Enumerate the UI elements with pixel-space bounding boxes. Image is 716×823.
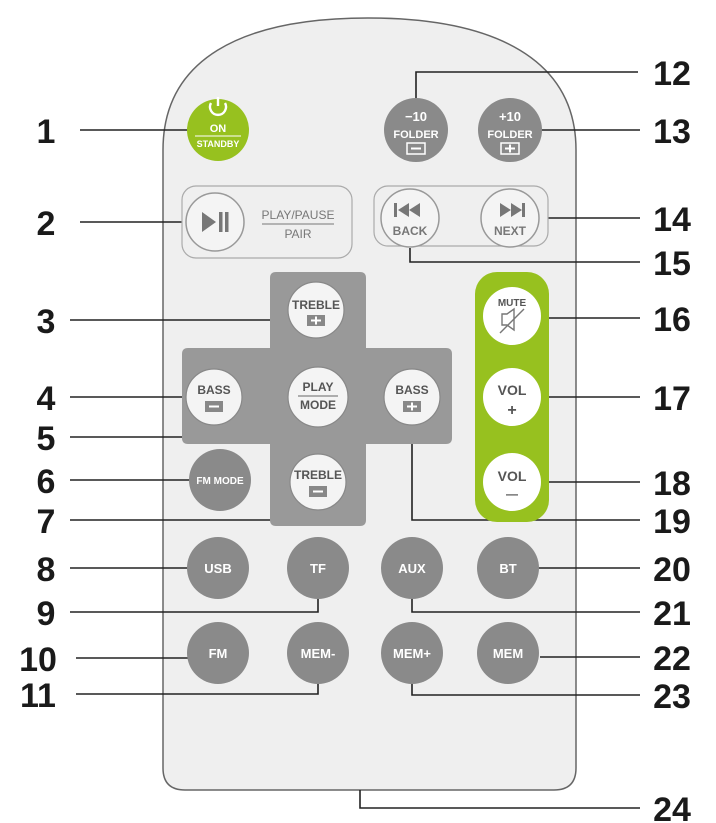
bt-label: BT: [499, 561, 516, 576]
callout-6: 6: [37, 463, 56, 501]
fm-mode-label: FM MODE: [196, 476, 244, 487]
vol-down-button[interactable]: VOL —: [483, 453, 541, 511]
folder-plus-step: +10: [499, 109, 521, 124]
usb-label: USB: [204, 561, 231, 576]
callout-24: 24: [653, 791, 691, 823]
treble-plus-label: TREBLE: [292, 298, 340, 312]
plus-box-icon: [403, 401, 421, 412]
mem-minus-button[interactable]: MEM-: [287, 622, 349, 684]
mute-button[interactable]: MUTE: [483, 287, 541, 345]
bass-minus-label: BASS: [197, 383, 230, 397]
bass-plus-button[interactable]: BASS: [383, 368, 441, 426]
plus-box-icon: [307, 315, 325, 326]
play-label: PLAY: [303, 380, 334, 394]
minus-box-icon: [406, 142, 426, 155]
callout-23: 23: [653, 678, 691, 716]
callout-3: 3: [37, 303, 56, 341]
mem-plus-button[interactable]: MEM+: [381, 622, 443, 684]
fm-label: FM: [209, 646, 228, 661]
on-label: ON: [210, 123, 227, 135]
minus-box-icon: [309, 486, 327, 497]
callout-12: 12: [653, 55, 691, 93]
mem-button[interactable]: MEM: [477, 622, 539, 684]
callout-10: 10: [19, 641, 57, 679]
play-pause-label: PLAY/PAUSE: [262, 208, 335, 222]
back-button[interactable]: BACK: [380, 188, 440, 248]
folder-minus-step: −10: [405, 109, 427, 124]
pair-label: PAIR: [284, 227, 311, 241]
standby-label: STANDBY: [197, 139, 240, 149]
callout-7: 7: [37, 503, 56, 541]
callout-5: 5: [37, 420, 56, 458]
play-pause-button[interactable]: [185, 192, 245, 252]
skip-next-icon: [500, 203, 525, 217]
tf-button[interactable]: TF: [287, 537, 349, 599]
tf-label: TF: [310, 561, 326, 576]
callout-11: 11: [20, 677, 56, 715]
plus-box-icon: [500, 142, 520, 155]
folder-minus-button[interactable]: −10 FOLDER: [384, 98, 448, 162]
callout-1: 1: [37, 113, 56, 151]
callout-17: 17: [653, 380, 691, 418]
fm-button[interactable]: FM: [187, 622, 249, 684]
callout-13: 13: [653, 113, 691, 151]
callout-4: 4: [37, 380, 56, 418]
callout-16: 16: [653, 301, 691, 339]
callout-20: 20: [653, 551, 691, 589]
folder-plus-label: FOLDER: [487, 129, 532, 141]
vol-up-button[interactable]: VOL +: [483, 368, 541, 426]
aux-label: AUX: [398, 561, 426, 576]
callout-14: 14: [653, 201, 691, 239]
minus-box-icon: [205, 401, 223, 412]
bass-plus-label: BASS: [395, 383, 428, 397]
callout-19: 19: [653, 503, 691, 541]
play-mode-button[interactable]: PLAY MODE: [287, 366, 349, 428]
callout-numbers: 1 2 3 4 5 6 7 8 9 10 11 12 13 14 15 16 1…: [19, 55, 691, 823]
callout-18: 18: [653, 465, 691, 503]
callout-21: 21: [653, 595, 691, 633]
power-icon: [208, 97, 228, 116]
vol-up-sign: +: [507, 402, 516, 419]
folder-plus-button[interactable]: +10 FOLDER: [478, 98, 542, 162]
mute-label: MUTE: [498, 298, 527, 309]
mem-plus-label: MEM+: [393, 646, 431, 661]
vol-down-label: VOL: [498, 468, 527, 484]
bt-button[interactable]: BT: [477, 537, 539, 599]
next-button[interactable]: NEXT: [480, 188, 540, 248]
on-standby-button[interactable]: ON STANDBY: [187, 97, 249, 161]
callout-15: 15: [653, 245, 691, 283]
treble-minus-label: TREBLE: [294, 468, 342, 482]
play-pause-icon: [202, 212, 229, 232]
skip-back-icon: [394, 203, 420, 217]
treble-plus-button[interactable]: TREBLE: [287, 281, 345, 339]
vol-down-sign: —: [506, 487, 518, 501]
bass-minus-button[interactable]: BASS: [185, 368, 243, 426]
mem-minus-label: MEM-: [301, 646, 336, 661]
callout-8: 8: [37, 551, 56, 589]
aux-button[interactable]: AUX: [381, 537, 443, 599]
back-label: BACK: [393, 224, 428, 238]
callout-2: 2: [37, 205, 56, 243]
callout-9: 9: [37, 595, 56, 633]
fm-mode-button[interactable]: FM MODE: [189, 449, 251, 511]
mode-label: MODE: [300, 398, 336, 412]
next-label: NEXT: [494, 224, 527, 238]
treble-minus-button[interactable]: TREBLE: [289, 453, 347, 511]
vol-up-label: VOL: [498, 382, 527, 398]
callout-22: 22: [653, 640, 691, 678]
usb-button[interactable]: USB: [187, 537, 249, 599]
mute-speaker-icon: [499, 307, 525, 334]
folder-minus-label: FOLDER: [393, 129, 438, 141]
mem-label: MEM: [493, 646, 523, 661]
